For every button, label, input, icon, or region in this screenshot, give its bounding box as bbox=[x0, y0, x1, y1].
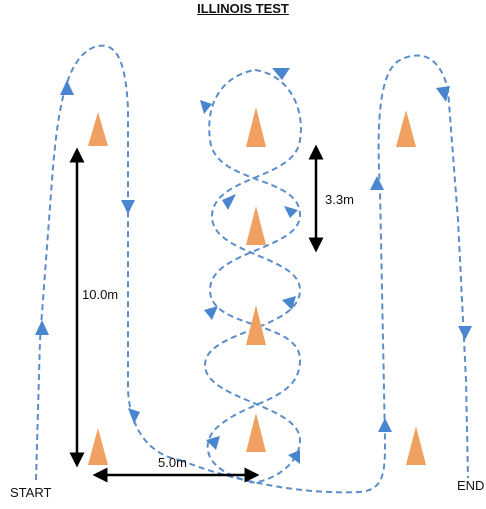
diagram-title: ILLINOIS TEST bbox=[197, 1, 289, 16]
cone-icon bbox=[406, 426, 426, 465]
dimension-10m-label: 10.0m bbox=[82, 287, 119, 302]
cone-icon bbox=[88, 112, 108, 146]
running-path bbox=[35, 44, 469, 494]
arrowhead-icon bbox=[284, 206, 298, 218]
arrowhead-icon bbox=[206, 436, 220, 450]
path-start-lane bbox=[35, 44, 181, 481]
cones bbox=[88, 107, 426, 465]
path-slalom-right bbox=[203, 69, 302, 484]
arrowhead-icon bbox=[121, 200, 135, 214]
arrowhead-icon bbox=[288, 450, 300, 464]
cone-icon bbox=[246, 206, 266, 245]
arrowhead-icon bbox=[128, 408, 140, 424]
dimension-3m-label: 3.3m bbox=[325, 192, 354, 207]
arrowhead-icon bbox=[60, 80, 74, 95]
arrowhead-icon bbox=[436, 86, 450, 102]
dimension-5m-label: 5.0m bbox=[158, 455, 187, 470]
path-slalom-left bbox=[206, 69, 302, 483]
cone-icon bbox=[246, 305, 266, 345]
arrowhead-icon bbox=[272, 68, 290, 80]
arrowhead-icon bbox=[282, 296, 296, 310]
arrowhead-icon bbox=[200, 100, 212, 114]
dimension-lines bbox=[69, 144, 324, 483]
arrowhead-icon bbox=[204, 306, 218, 320]
arrowhead-icon bbox=[458, 326, 472, 340]
path-return-lane bbox=[179, 54, 469, 494]
arrowhead-icon bbox=[222, 194, 236, 210]
cone-icon bbox=[246, 413, 266, 452]
cone-icon bbox=[88, 428, 108, 465]
arrowhead-icon bbox=[35, 320, 49, 335]
cone-icon bbox=[396, 110, 416, 147]
arrowheads bbox=[35, 68, 472, 464]
arrowhead-icon bbox=[378, 418, 392, 432]
cone-icon bbox=[246, 107, 266, 147]
start-label: START bbox=[10, 485, 52, 500]
end-label: END bbox=[457, 478, 485, 493]
arrowhead-icon bbox=[370, 176, 384, 190]
